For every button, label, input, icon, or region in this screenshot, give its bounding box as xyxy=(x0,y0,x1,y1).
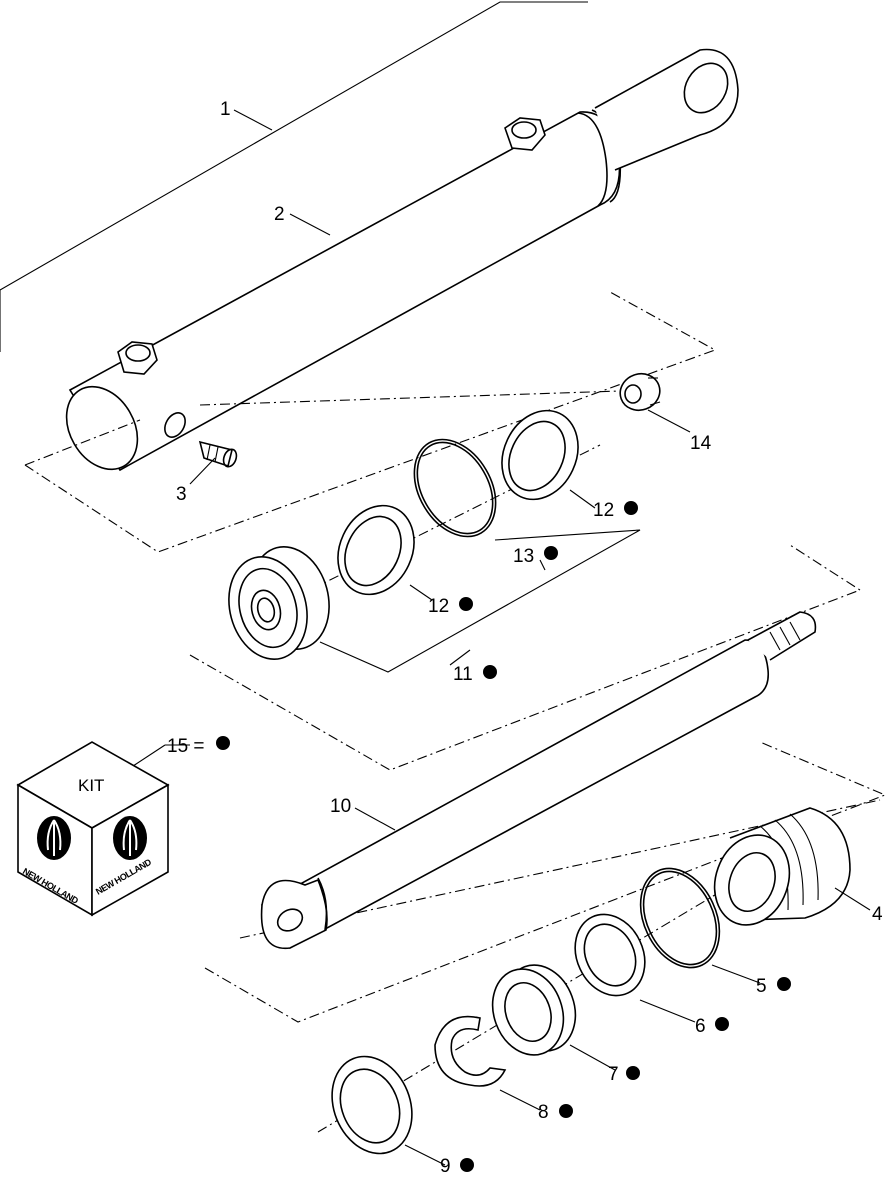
bullet-9 xyxy=(460,1158,474,1172)
snap-ring xyxy=(434,1015,507,1087)
label-15: 15 = xyxy=(167,736,205,757)
grub-screw xyxy=(198,440,238,468)
label-1: 1 xyxy=(220,99,231,120)
label-12-upper: 12 xyxy=(593,500,614,521)
wiper-ring xyxy=(331,1055,413,1155)
label-4: 4 xyxy=(872,904,883,925)
bullet-13 xyxy=(544,546,558,560)
kit-title: KIT xyxy=(78,776,104,795)
label-10: 10 xyxy=(330,796,351,817)
kit-bullets xyxy=(216,501,791,1172)
kit-box: KIT NEW HOLLAND NEW HOLLAND xyxy=(16,741,170,917)
cylinder-barrel xyxy=(65,48,739,472)
castle-nut xyxy=(619,372,661,412)
label-9: 9 xyxy=(440,1156,451,1177)
bullet-6 xyxy=(715,1017,729,1031)
piston-rod xyxy=(260,611,817,950)
rod-seal xyxy=(491,964,577,1056)
assembly-leader xyxy=(0,1,588,352)
bullet-12-lower xyxy=(459,597,473,611)
bullet-15 xyxy=(216,736,230,750)
piston xyxy=(228,546,330,660)
label-12-lower: 12 xyxy=(428,596,449,617)
label-11: 11 xyxy=(453,664,473,685)
label-5: 5 xyxy=(756,976,767,997)
wear-ring-upper xyxy=(501,409,579,501)
bullet-12-upper xyxy=(624,501,638,515)
part-labels: 1 2 3 4 5 6 7 8 9 10 11 12 12 13 14 15 = xyxy=(167,99,883,1177)
bullet-5 xyxy=(777,977,791,991)
label-8: 8 xyxy=(538,1102,549,1123)
label-6: 6 xyxy=(695,1016,706,1037)
bullet-8 xyxy=(559,1104,573,1118)
backup-ring xyxy=(574,913,646,997)
o-ring xyxy=(413,438,497,538)
label-13: 13 xyxy=(513,546,534,567)
bullet-11 xyxy=(483,665,497,679)
label-3: 3 xyxy=(176,484,187,505)
label-7: 7 xyxy=(608,1064,619,1085)
label-14: 14 xyxy=(690,433,712,454)
wear-ring-lower xyxy=(337,504,415,596)
gland xyxy=(713,807,851,926)
leader-lines xyxy=(129,109,871,1166)
gland-o-ring xyxy=(639,867,721,969)
bullet-7 xyxy=(626,1066,640,1080)
label-2: 2 xyxy=(274,204,285,225)
